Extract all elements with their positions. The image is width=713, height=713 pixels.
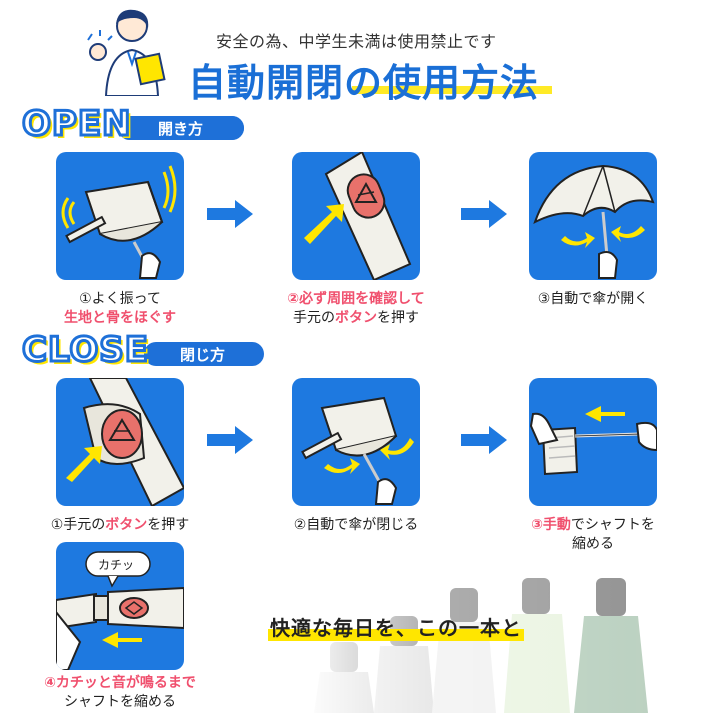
product-umbrellas-photo [300, 570, 713, 713]
page-title: 自動開閉の使用方法 [188, 61, 540, 105]
close-label-pill: 閉じ方 [144, 342, 264, 366]
right-arrow-icon [207, 200, 253, 228]
press-button-illustration [66, 378, 184, 506]
click-sound-bubble: カチッ [98, 558, 135, 572]
title-highlight [352, 86, 552, 94]
close-label: 閉じ方 [180, 345, 226, 364]
open-step-3-caption: ③自動で傘が開く [537, 291, 649, 307]
shake-umbrella-illustration [61, 165, 177, 279]
open-step-1-card [56, 152, 184, 280]
open-heading: OPEN [21, 103, 133, 146]
open-step-1-caption: ①よく振って 生地と骨をほぐす [64, 291, 176, 326]
open-step-2-card [292, 152, 420, 280]
right-arrow-icon [461, 200, 507, 228]
close-step-2-caption: ②自動で傘が閉じる [293, 517, 419, 533]
slogan: 快適な毎日を、この一本と [268, 612, 524, 641]
open-label-pill-text: 開き方 [118, 116, 244, 140]
close-step-1-caption: ①手元のボタンを押す [50, 517, 190, 533]
open-step-2-caption: ②必ず周囲を確認して 手元のボタンを押す [287, 291, 425, 326]
warning-text: 安全の為、中学生未満は使用禁止です [216, 32, 497, 51]
click-shaft-illustration [56, 551, 184, 670]
closing-umbrella-illustration [301, 396, 414, 505]
shorten-shaft-illustration [529, 406, 657, 476]
close-step-4-caption: ④カチッと音が鳴るまで シャフトを縮める [44, 675, 196, 710]
close-step-3-caption: ③手動でシャフトを 縮める [531, 517, 655, 552]
mascot-illustration [87, 9, 166, 96]
close-step-3-card [529, 378, 657, 506]
close-step-1-card [56, 378, 184, 506]
open-umbrella-illustration [533, 164, 655, 279]
right-arrow-icon [207, 426, 253, 454]
close-step-2-card [292, 378, 420, 506]
press-button-illustration [304, 152, 412, 280]
open-step-3-card [529, 152, 657, 280]
right-arrow-icon [461, 426, 507, 454]
close-step-4-card: カチッ [56, 542, 184, 670]
close-heading: CLOSE [20, 329, 150, 372]
